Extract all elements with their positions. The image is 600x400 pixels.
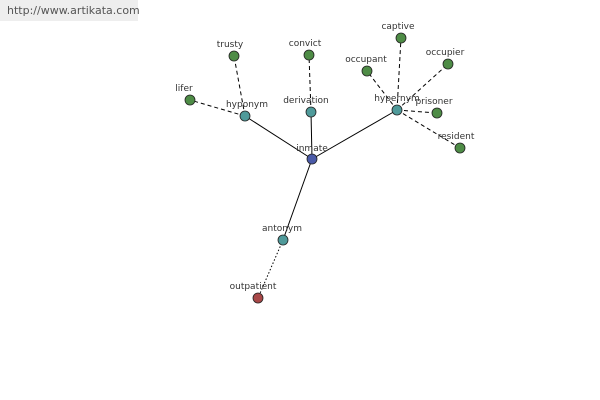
node-label-hypernym: hypernym — [374, 94, 420, 104]
edge-hypernym-captive — [396, 37, 402, 111]
node-dot-captive[interactable] — [395, 32, 407, 44]
site-url-banner[interactable]: http://www.artikata.com — [0, 0, 140, 21]
node-dot-prisoner[interactable] — [431, 107, 443, 119]
node-dot-trusty[interactable] — [228, 50, 240, 62]
nodes-layer: inmate hyponym derivation hypernym antonym li… — [175, 22, 475, 304]
node-label-resident: resident — [438, 132, 475, 142]
edge-inmate-hyponym — [244, 115, 313, 160]
node-label-hyponym: hyponym — [226, 100, 268, 110]
node-dot-resident[interactable] — [454, 142, 466, 154]
node-label-occupier: occupier — [426, 48, 465, 58]
node-dot-occupier[interactable] — [442, 58, 454, 70]
node-label-outpatient: outpatient — [230, 282, 277, 292]
edge-hypernym-occupier — [396, 63, 449, 111]
node-hypernym[interactable]: hypernym — [374, 94, 420, 116]
node-label-derivation: derivation — [283, 96, 329, 106]
node-dot-hyponym[interactable] — [239, 110, 251, 122]
edge-inmate-derivation — [310, 111, 313, 160]
node-label-trusty: trusty — [217, 40, 244, 50]
node-captive[interactable]: captive — [381, 22, 415, 44]
site-url-text: http://www.artikata.com — [7, 4, 140, 17]
edge-inmate-antonym — [282, 158, 313, 241]
edge-inmate-hypernym — [311, 109, 398, 160]
edge-hyponym-trusty — [233, 55, 246, 117]
edge-hypernym-occupant — [366, 70, 398, 111]
node-resident[interactable]: resident — [438, 132, 475, 154]
node-dot-convict[interactable] — [303, 49, 315, 61]
node-prisoner[interactable]: prisoner — [415, 97, 453, 119]
edge-hypernym-resident — [396, 109, 461, 149]
node-dot-outpatient[interactable] — [252, 292, 264, 304]
node-label-inmate: inmate — [296, 144, 328, 154]
edges-layer — [189, 37, 461, 299]
node-dot-inmate[interactable] — [306, 153, 318, 165]
edge-hyponym-lifer — [189, 99, 246, 117]
node-label-prisoner: prisoner — [415, 97, 452, 107]
edge-hypernym-prisoner — [396, 109, 438, 114]
node-occupier[interactable]: occupier — [426, 48, 465, 70]
node-label-captive: captive — [381, 22, 415, 32]
node-hyponym[interactable]: hyponym — [226, 100, 268, 122]
node-outpatient[interactable]: outpatient — [230, 282, 277, 304]
node-inmate[interactable]: inmate — [296, 144, 328, 165]
node-dot-hypernym[interactable] — [391, 104, 403, 116]
node-lifer[interactable]: lifer — [175, 84, 196, 106]
edge-antonym-outpatient — [257, 239, 284, 299]
node-occupant[interactable]: occupant — [345, 55, 387, 77]
node-convict[interactable]: convict — [289, 39, 322, 61]
node-dot-derivation[interactable] — [305, 106, 317, 118]
node-label-convict: convict — [289, 39, 322, 49]
node-antonym[interactable]: antonym — [262, 224, 302, 246]
edge-derivation-convict — [308, 54, 312, 113]
node-dot-occupant[interactable] — [361, 65, 373, 77]
node-label-antonym: antonym — [262, 224, 302, 234]
node-trusty[interactable]: trusty — [217, 40, 244, 62]
node-dot-lifer[interactable] — [184, 94, 196, 106]
node-label-lifer: lifer — [175, 84, 193, 94]
node-label-occupant: occupant — [345, 55, 387, 65]
node-derivation[interactable]: derivation — [283, 96, 329, 118]
node-dot-antonym[interactable] — [277, 234, 289, 246]
